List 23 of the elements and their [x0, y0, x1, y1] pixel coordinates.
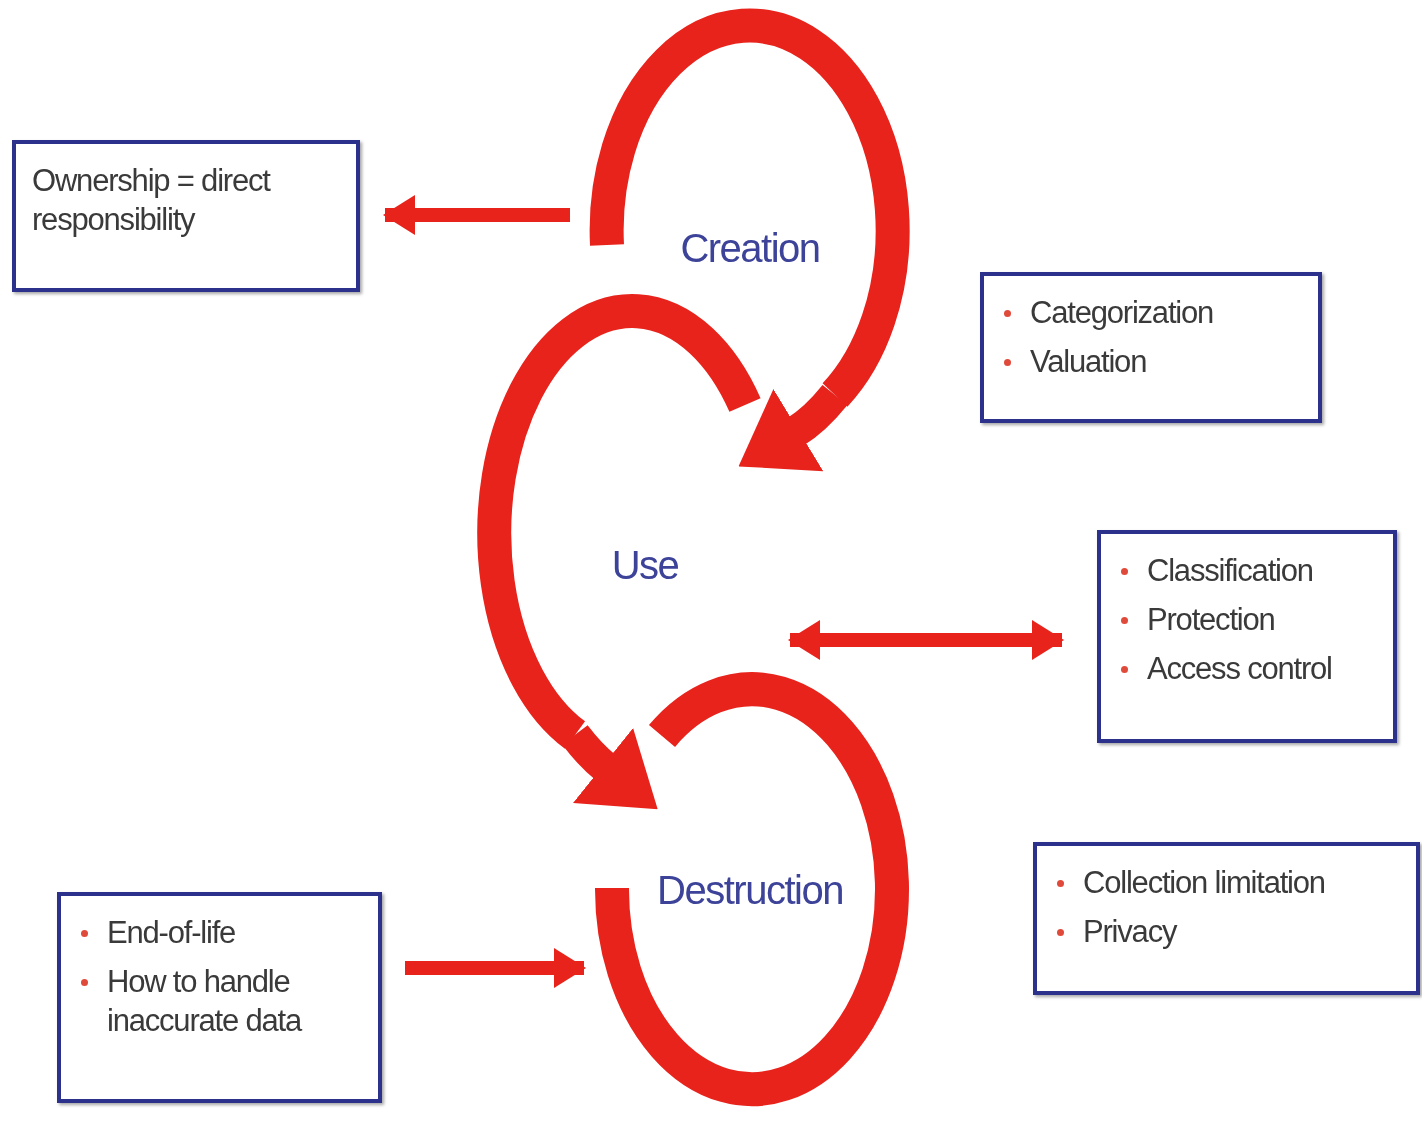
bullet-item: Classification — [1117, 552, 1377, 591]
bullet-list-box — [980, 272, 1322, 423]
curved-arrow — [739, 384, 848, 471]
bullet-item: Categorization — [1000, 294, 1302, 333]
arrow — [405, 948, 586, 988]
bullet-list-box — [1097, 530, 1397, 743]
stage-label: Creation — [680, 225, 820, 272]
bullet-item: Valuation — [1000, 342, 1302, 382]
stage-label: Use — [611, 542, 679, 589]
note-box — [12, 140, 360, 292]
bullet-item: Collection limitation — [1053, 864, 1400, 903]
bullet-item: Protection — [1117, 600, 1377, 640]
arrow — [383, 195, 570, 235]
bullet-list-box — [1033, 842, 1420, 995]
bullet-item: Privacy — [1053, 912, 1400, 952]
bullet-item: End-of-life — [77, 914, 362, 953]
curved-arrow — [562, 725, 658, 810]
note-text: Ownership = direct responsibility — [32, 162, 272, 239]
bullet-list-box — [57, 892, 382, 1103]
bullet-item: Access control — [1117, 649, 1377, 689]
double-arrow — [788, 620, 1064, 660]
stage-label: Destruction — [657, 867, 843, 914]
bullet-item: How to handle inaccurate data — [77, 962, 362, 1041]
